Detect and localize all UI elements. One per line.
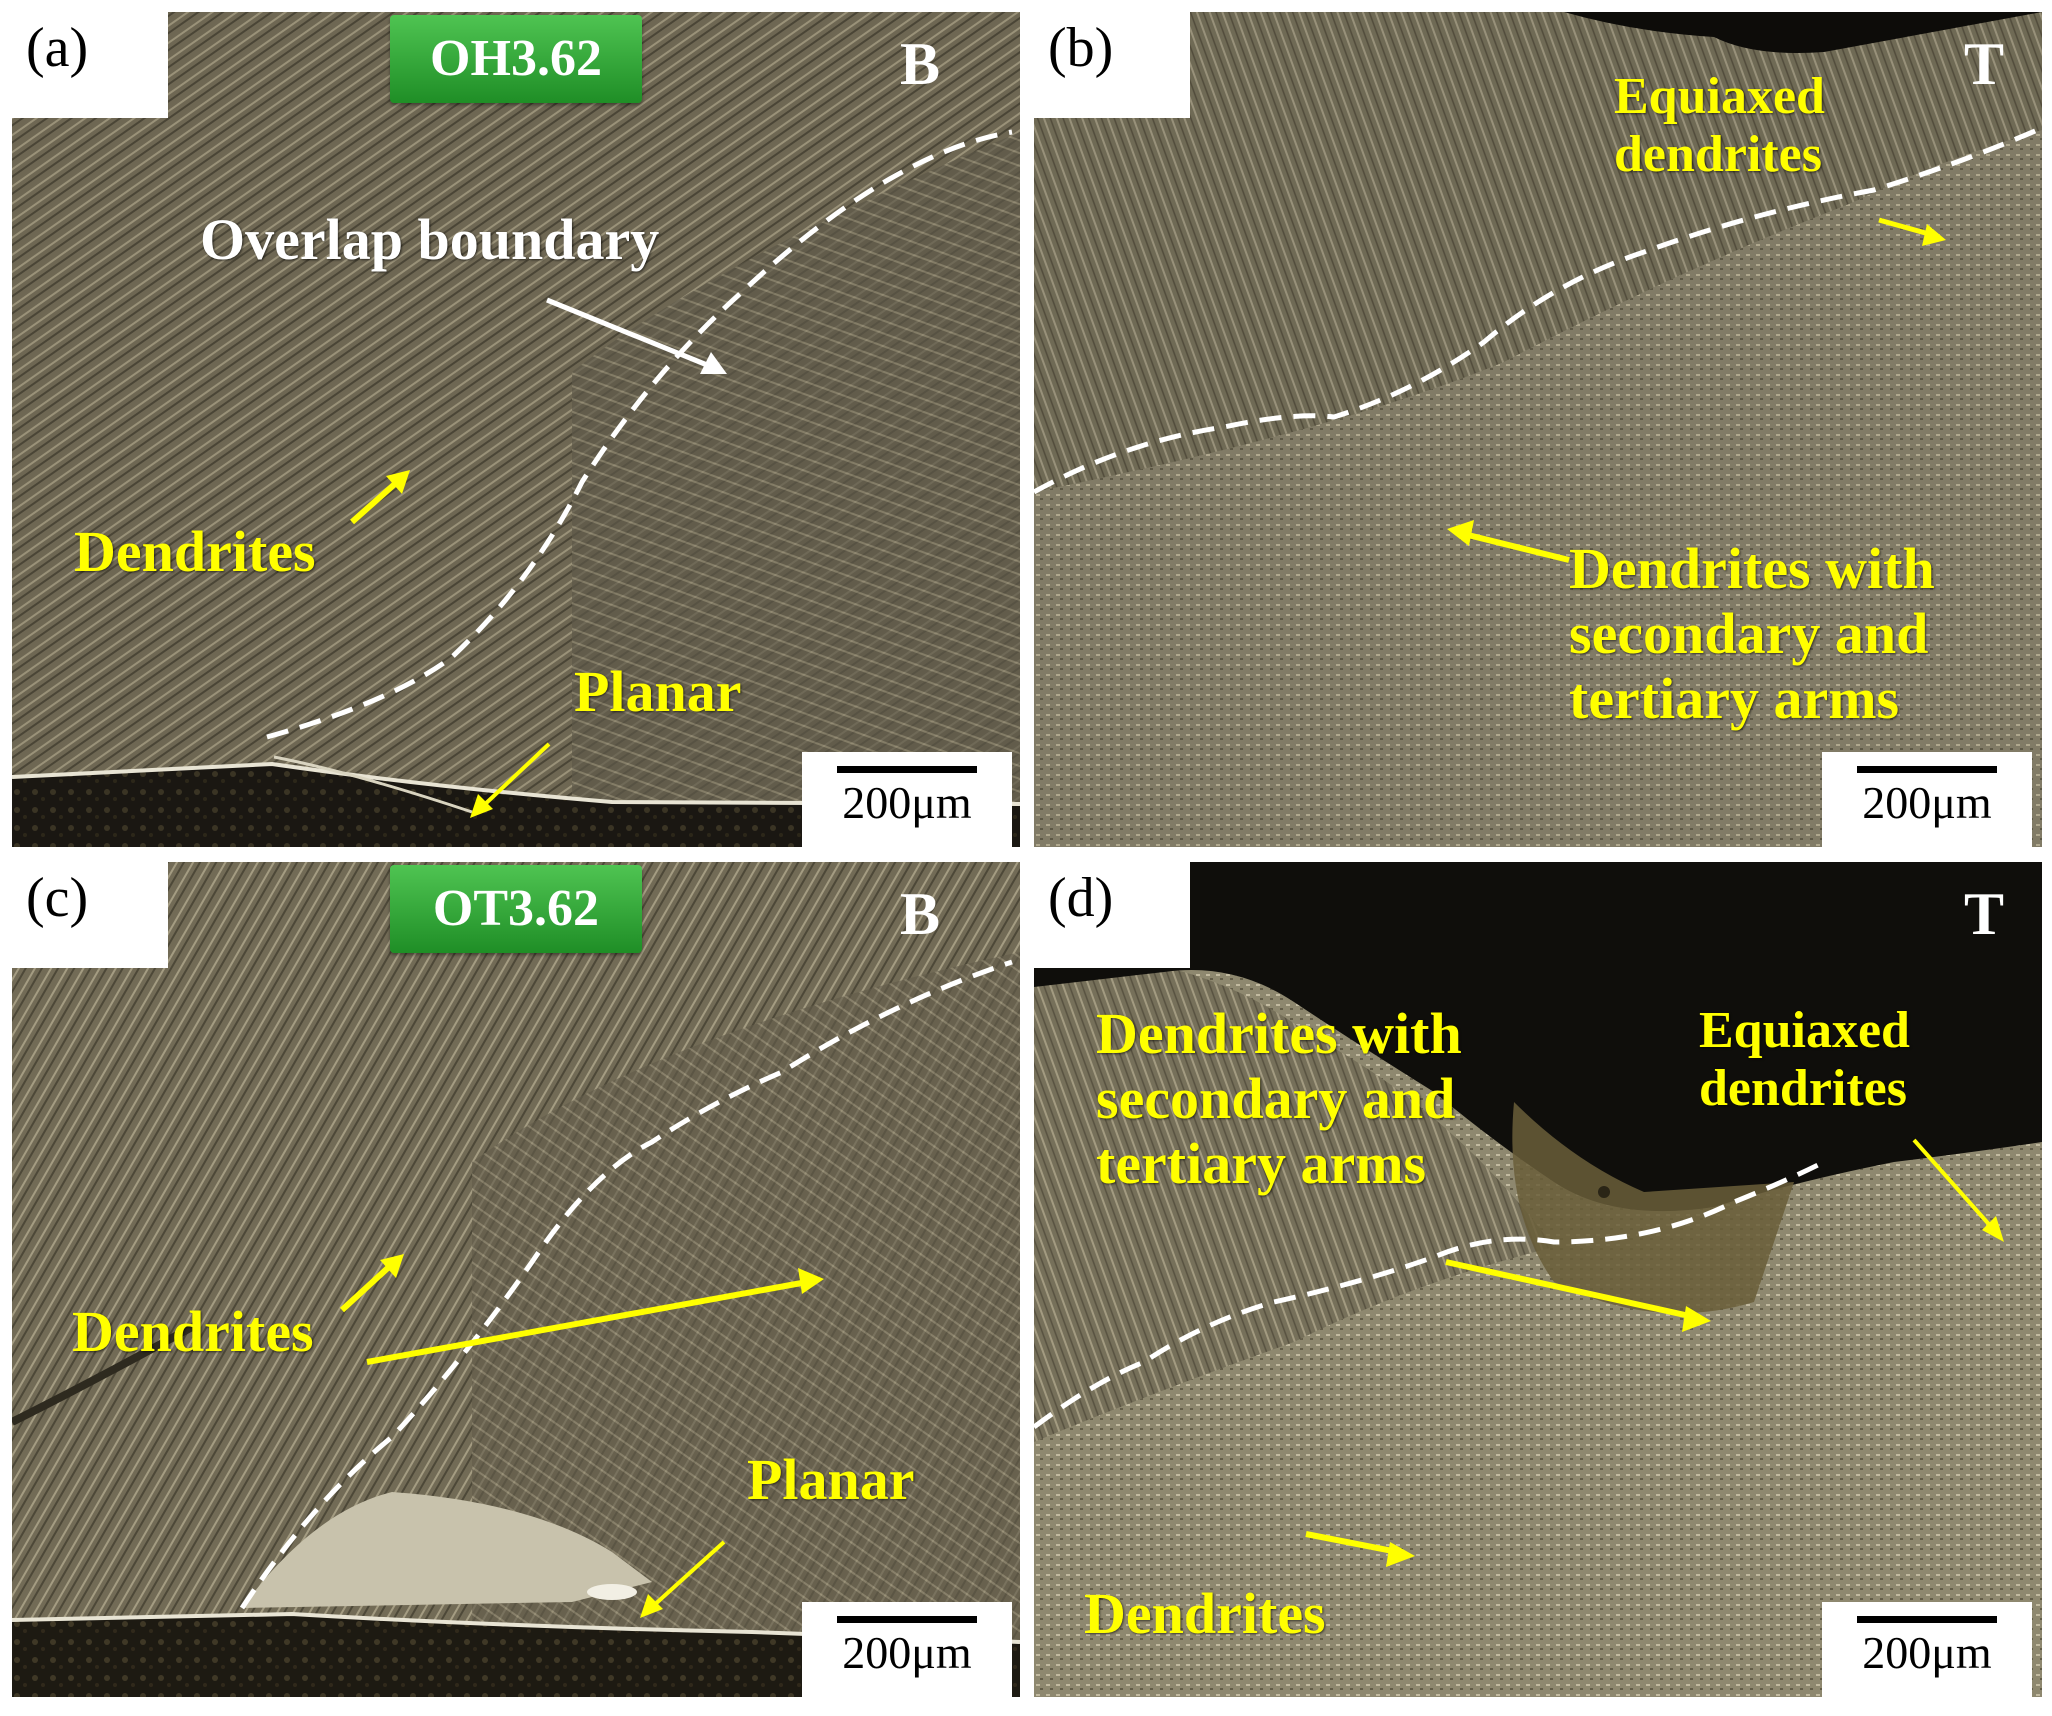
scale-label-d: 200μm [1862,1627,1992,1678]
panel-label-d: (d) [1034,862,1190,968]
micrograph-c [12,862,1020,1697]
scale-bar-b: 200μm [1822,752,2032,847]
annotation-dendrites-a: Dendrites [74,519,316,584]
panel-label-c: (c) [12,862,168,968]
annotation-planar-c: Planar [747,1447,915,1512]
panel-b: (b) T Equiaxed dendrites Dendrites with … [1034,12,2042,847]
annotation-dendrites-d: Dendrites [1084,1581,1326,1646]
annotation-dendrites-c: Dendrites [72,1299,314,1364]
corner-label-b: T [1964,31,2005,97]
annotation-equiaxed-d: Equiaxed dendrites [1699,1002,1910,1118]
scale-label-b: 200μm [1862,777,1992,828]
panel-d: (d) T Dendrites with secondary and terti… [1034,862,2042,1697]
scale-bar-a: 200μm [802,752,1012,847]
annotation-arms-d: Dendrites with secondary and tertiary ar… [1096,1001,1462,1196]
scale-bar-d: 200μm [1822,1602,2032,1697]
corner-label-d: T [1964,881,2005,947]
panel-label-a: (a) [12,12,168,118]
micrograph-a [12,12,1020,847]
panel-label-b: (b) [1034,12,1190,118]
scale-bar-c: 200μm [802,1602,1012,1697]
panel-c: (c) OT3.62 B Dendrites Planar 200μm [12,862,1020,1697]
panel-a: (a) OH3.62 B Overlap boundary Dendrites … [12,12,1020,847]
annotation-planar-a: Planar [574,659,742,724]
annotation-equiaxed-b: Equiaxed dendrites [1614,68,1825,184]
sample-badge-a: OH3.62 [390,15,642,103]
scale-label-a: 200μm [842,777,972,828]
corner-label-a: B [900,31,941,97]
corner-label-c: B [900,881,941,947]
annotation-overlap-boundary: Overlap boundary [200,207,660,272]
scale-label-c: 200μm [842,1627,972,1678]
micrograph-d [1034,862,2042,1697]
sample-badge-c: OT3.62 [390,865,642,953]
annotation-arms-b: Dendrites with secondary and tertiary ar… [1569,536,1935,731]
